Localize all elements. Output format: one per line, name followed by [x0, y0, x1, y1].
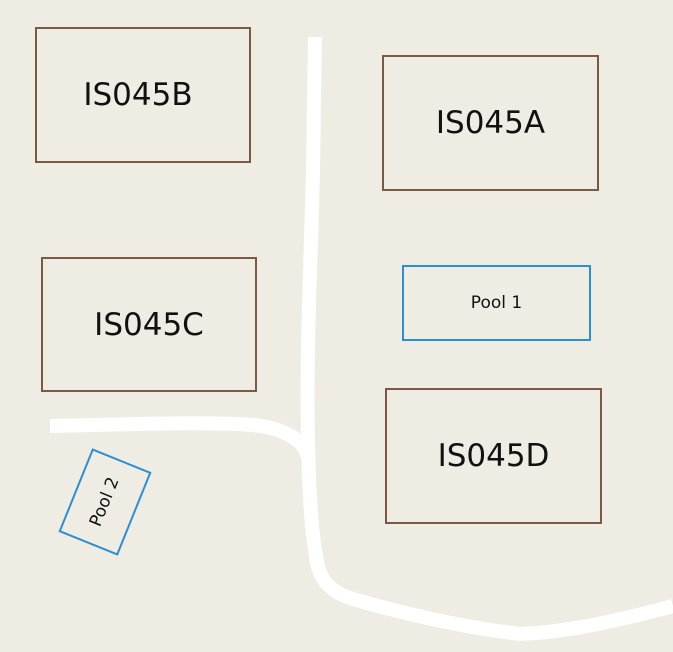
road-main — [300, 36, 673, 641]
building-is045b[interactable]: IS045B — [35, 27, 251, 163]
building-is045c[interactable]: IS045C — [41, 257, 257, 392]
building-label: IS045C — [94, 306, 204, 343]
pool-label: Pool 2 — [86, 474, 124, 530]
building-label: IS045D — [437, 438, 550, 474]
building-label: IS045B — [83, 77, 193, 113]
building-label: IS045A — [435, 105, 546, 141]
building-is045d[interactable]: IS045D — [385, 388, 602, 524]
pool-1[interactable]: Pool 1 — [402, 265, 591, 341]
building-is045a[interactable]: IS045A — [382, 55, 599, 191]
pool-label: Pool 1 — [470, 293, 523, 313]
road-west — [49, 416, 315, 460]
